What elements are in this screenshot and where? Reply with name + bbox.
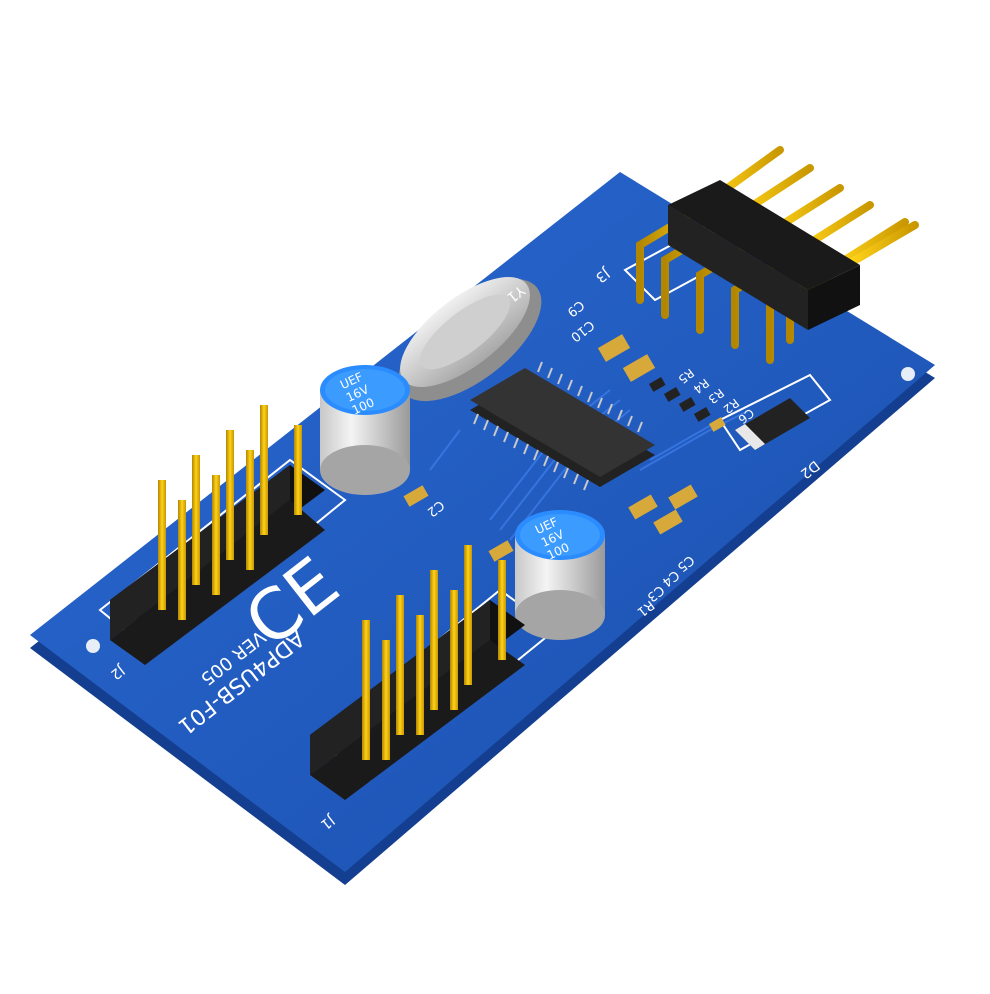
pcb-board	[30, 172, 935, 885]
header-j2	[110, 405, 325, 665]
ic-chip	[470, 361, 655, 491]
smd-components	[403, 334, 810, 562]
capacitor-right: UEF 16V 100	[515, 510, 605, 640]
mounting-hole	[901, 367, 915, 381]
mounting-hole	[86, 639, 100, 653]
header-j3	[636, 146, 919, 364]
header-j1	[310, 545, 525, 800]
capacitor-left: UEF 16V 100	[320, 365, 410, 495]
pcb-surface	[30, 172, 935, 872]
crystal-y1	[398, 277, 542, 402]
